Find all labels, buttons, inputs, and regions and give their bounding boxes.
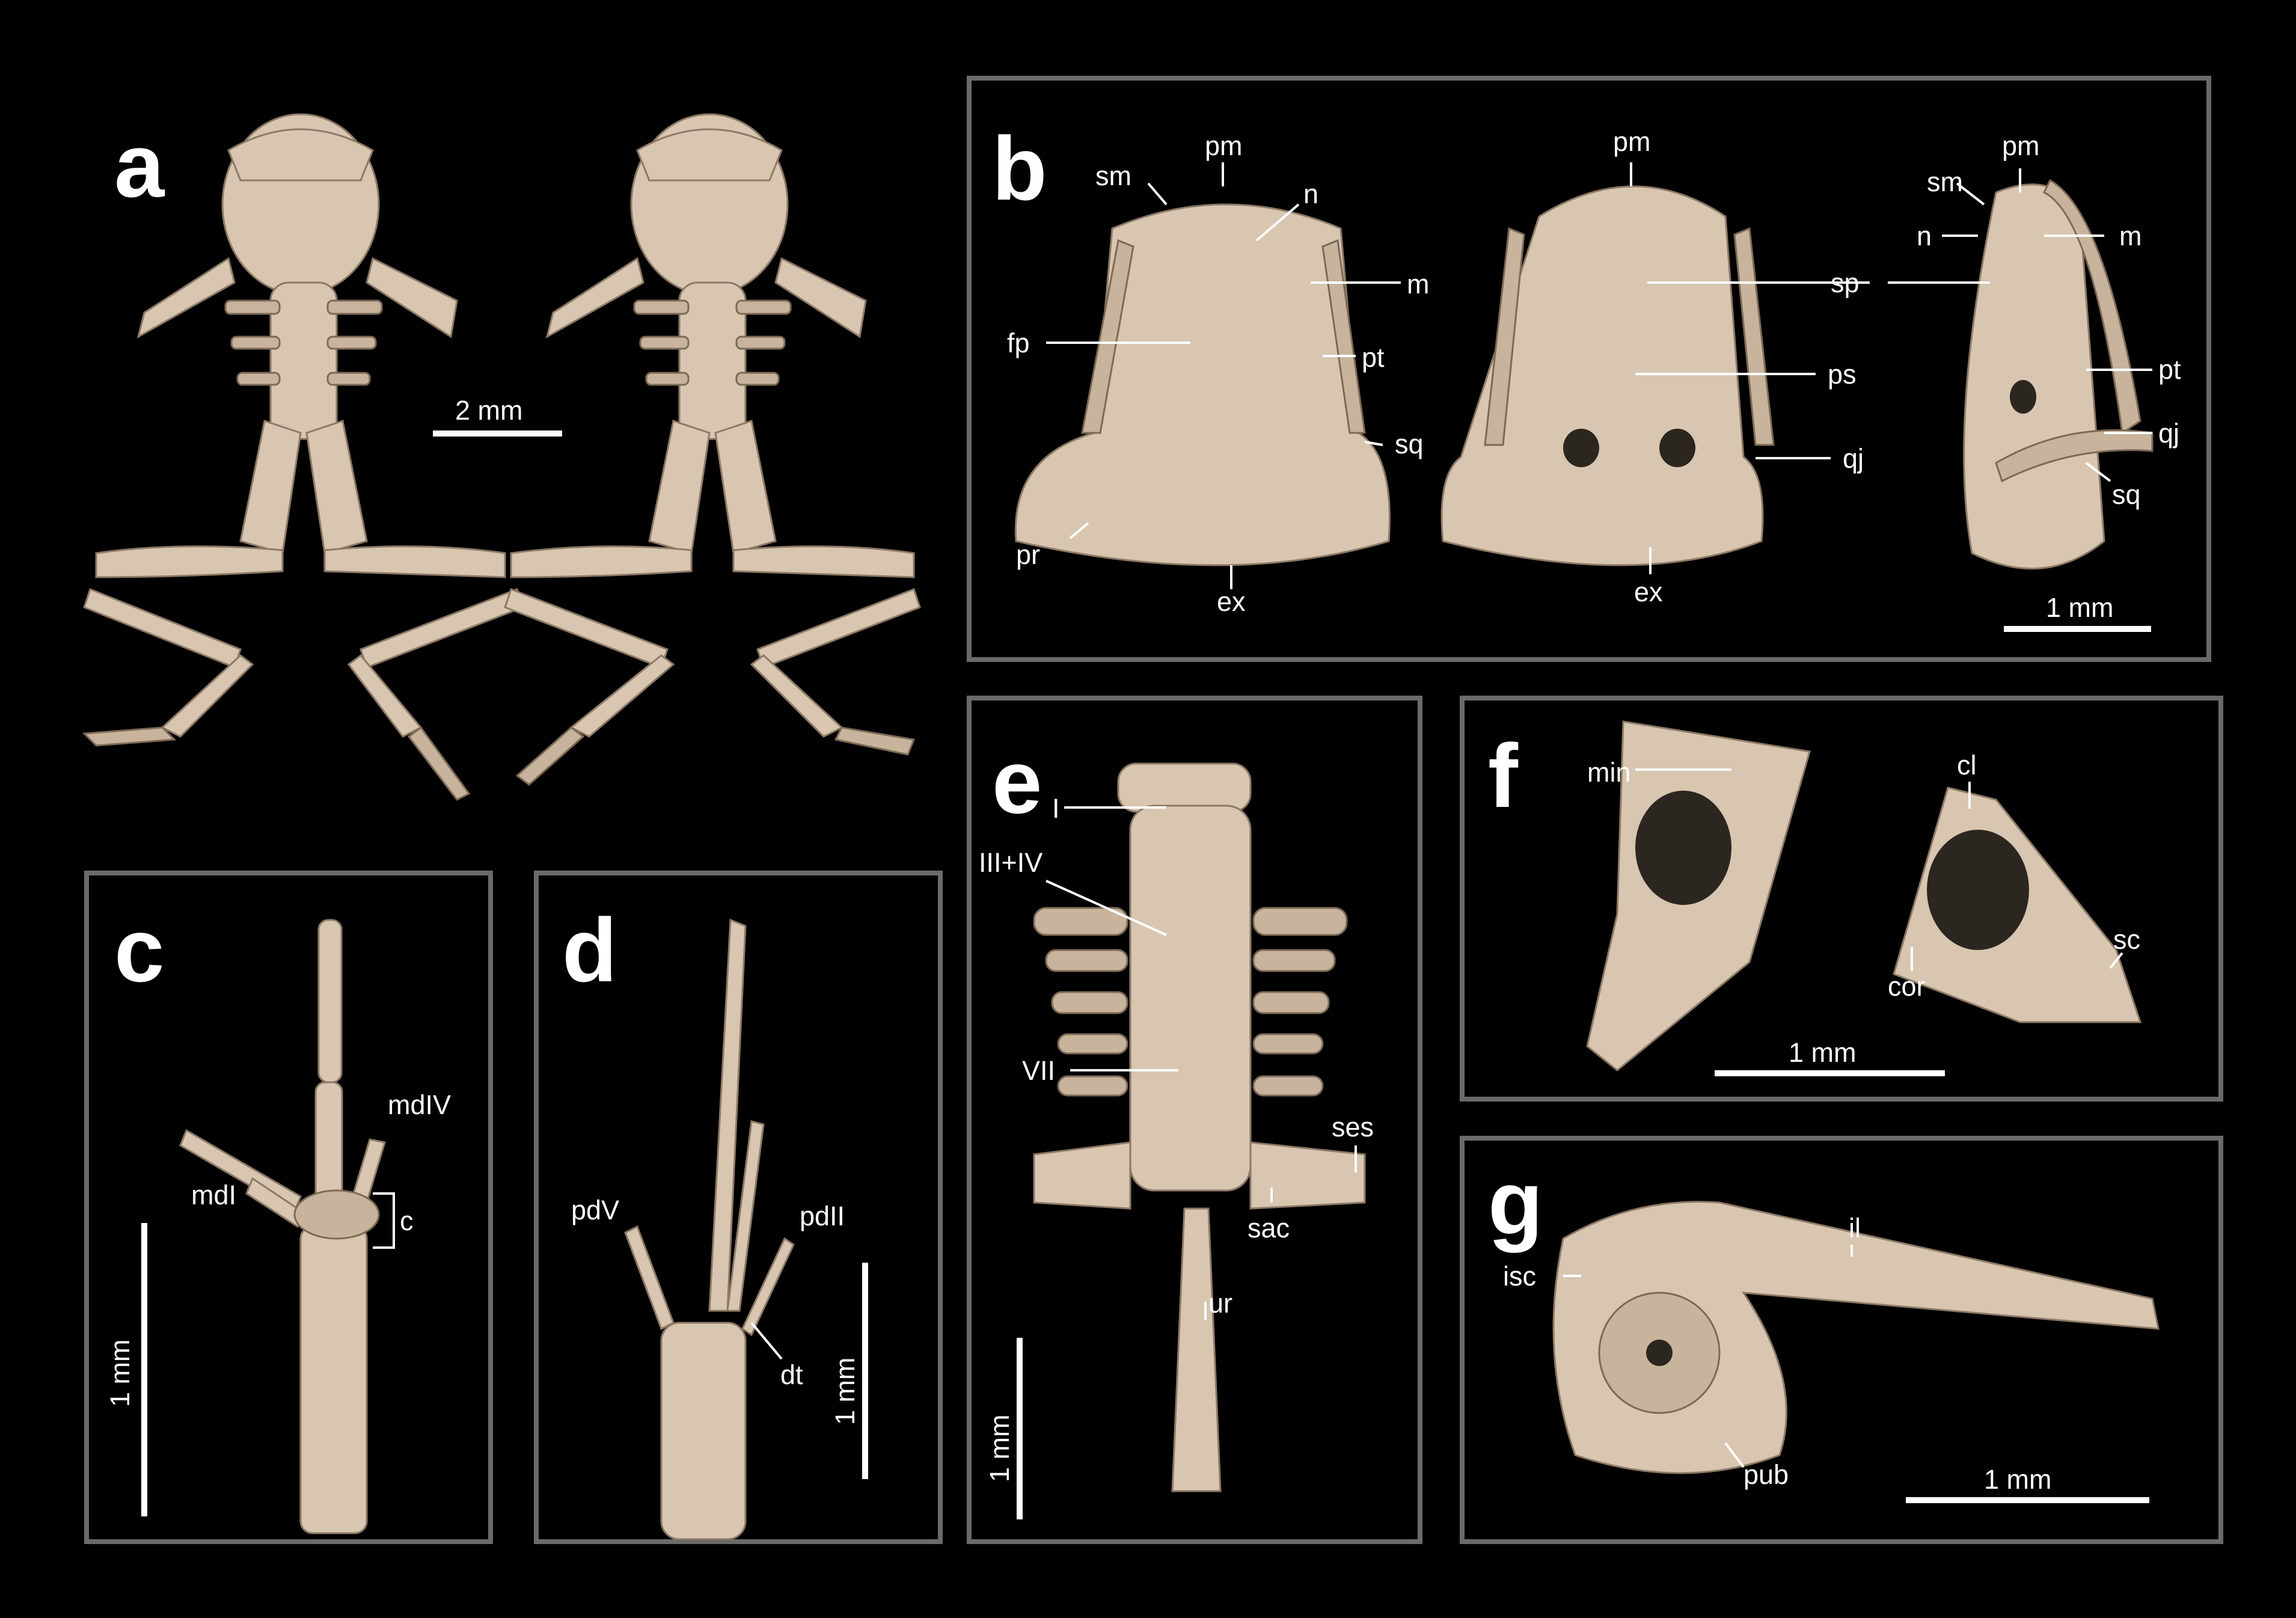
label-d-pdII: pdII — [800, 1201, 845, 1231]
label-e-sac: sac — [1247, 1213, 1290, 1243]
label-c-mdIV: mdIV — [388, 1089, 452, 1120]
label-d-dt: dt — [780, 1359, 803, 1390]
panel-c-scale-bar — [141, 1223, 147, 1516]
label-e-ur: ur — [1208, 1288, 1233, 1319]
label-f-cl: cl — [1957, 750, 1977, 780]
label-e-VII: VII — [1022, 1055, 1056, 1086]
label-g-il: il — [1849, 1213, 1861, 1243]
label-b-pr: pr — [1016, 539, 1041, 570]
label-b-n-1: n — [1303, 179, 1319, 209]
panel-f-scale-bar — [1715, 1070, 1945, 1076]
label-b-m-3: m — [2119, 221, 2142, 251]
panel-b-scale-text: 1 mm — [2046, 592, 2114, 623]
label-b-ex-1: ex — [1217, 586, 1246, 617]
label-f-sc: sc — [2113, 924, 2140, 955]
panel-a-scale-text: 2 mm — [455, 395, 523, 426]
panel-g-scale-bar — [1906, 1497, 2149, 1503]
panel-c-label: c — [114, 899, 165, 1001]
pelvic-girdle-illustration — [1552, 1201, 2160, 1474]
panel-d-label: d — [562, 899, 617, 1001]
label-c-c: c — [400, 1206, 414, 1236]
label-e-I: I — [1052, 793, 1060, 824]
label-f-min: min — [1587, 757, 1631, 788]
panel-g-scale-text: 1 mm — [1984, 1464, 2052, 1495]
label-e-III-IV: III+IV — [979, 847, 1043, 878]
panel-e-scale-bar — [1017, 1338, 1023, 1519]
label-b-fp: fp — [1007, 328, 1030, 358]
other-leader-lines — [373, 768, 2123, 1468]
panel-b-label: b — [992, 118, 1047, 219]
panel-c-scale-text: 1 mm — [105, 1339, 135, 1408]
hindfoot-illustration — [624, 918, 795, 1540]
panel-f-label: f — [1488, 725, 1518, 826]
label-b-pm-2: pm — [1613, 126, 1651, 157]
skull-dorsal-illustration — [1014, 203, 1391, 566]
panel-g-frame — [1460, 1136, 2223, 1544]
skeleton-dorsal-illustration — [82, 113, 524, 801]
panel-g-label: g — [1488, 1152, 1543, 1253]
label-b-pt-1: pt — [1362, 342, 1385, 373]
panel-e-scale-text: 1 mm — [984, 1414, 1015, 1483]
label-b-ex-2: ex — [1634, 577, 1663, 607]
label-b-m-1: m — [1407, 269, 1430, 299]
label-b-sm-3: sm — [1927, 167, 1963, 197]
panel-b-scale-bar — [2004, 626, 2151, 632]
panel-a-scale-bar — [433, 431, 562, 437]
label-g-isc: isc — [1503, 1261, 1536, 1292]
label-b-pm-3: pm — [2002, 130, 2040, 161]
pectoral-girdle-illustration — [1586, 720, 2142, 1071]
label-b-sm-1: sm — [1095, 161, 1131, 191]
label-b-sq-3: sq — [2112, 479, 2141, 510]
panel-f-scale-text: 1 mm — [1789, 1037, 1857, 1068]
label-b-ps: ps — [1828, 359, 1857, 390]
label-b-pm-1: pm — [1205, 130, 1243, 161]
skeleton-ventral-illustration — [504, 113, 921, 786]
label-c-mdI: mdI — [191, 1180, 237, 1210]
label-b-n-3: n — [1917, 221, 1932, 251]
label-d-pdV: pdV — [571, 1195, 620, 1225]
forelimb-illustration — [179, 919, 386, 1534]
label-b-qj-2: qj — [1843, 443, 1864, 474]
label-b-sq-1: sq — [1395, 429, 1424, 459]
label-b-qj-3: qj — [2158, 418, 2180, 449]
label-b-pt-3: pt — [2158, 354, 2181, 385]
skull-ventral-illustration — [1440, 185, 1775, 566]
label-e-ses: ses — [1332, 1112, 1374, 1142]
panel-d-scale-bar — [862, 1263, 868, 1479]
label-g-pub: pub — [1743, 1459, 1789, 1490]
vertebral-column-illustration — [1033, 762, 1366, 1492]
panel-d-scale-text: 1 mm — [830, 1357, 860, 1426]
panel-b-leader-lines — [1046, 162, 2152, 589]
label-f-cor: cor — [1888, 971, 1926, 1002]
panel-f-frame — [1460, 696, 2223, 1102]
label-b-sp: sp — [1831, 268, 1860, 298]
panel-a-label: a — [114, 115, 165, 216]
panel-e-label: e — [992, 731, 1042, 832]
